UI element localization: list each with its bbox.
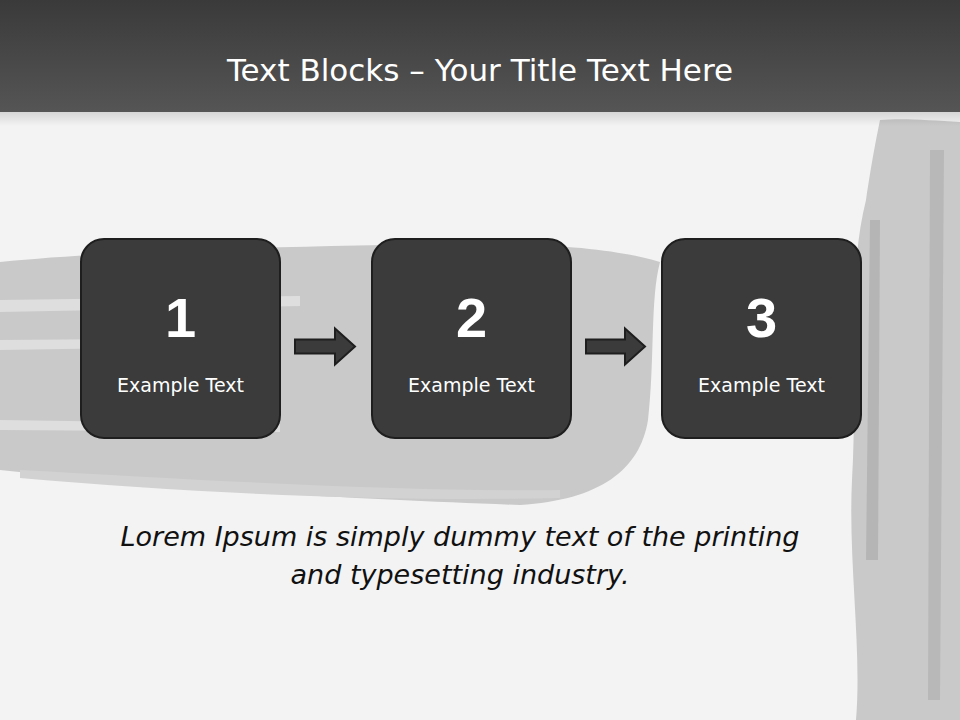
slide-title: Text Blocks – Your Title Text Here (0, 52, 960, 88)
step-number: 2 (456, 290, 487, 346)
brush-stroke (0, 119, 960, 720)
step-text: Example Text (109, 374, 252, 396)
caption-text: Lorem Ipsum is simply dummy text of the … (100, 518, 820, 595)
block-arrow (586, 329, 645, 365)
step-box: 2Example Text (371, 238, 572, 439)
block-arrow (295, 329, 355, 365)
step-text: Example Text (690, 374, 833, 396)
step-text: Example Text (400, 374, 543, 396)
step-box: 3Example Text (661, 238, 862, 439)
step-box: 1Example Text (80, 238, 281, 439)
step-number: 1 (165, 290, 196, 346)
title-shadow (0, 112, 960, 126)
step-number: 3 (746, 290, 777, 346)
